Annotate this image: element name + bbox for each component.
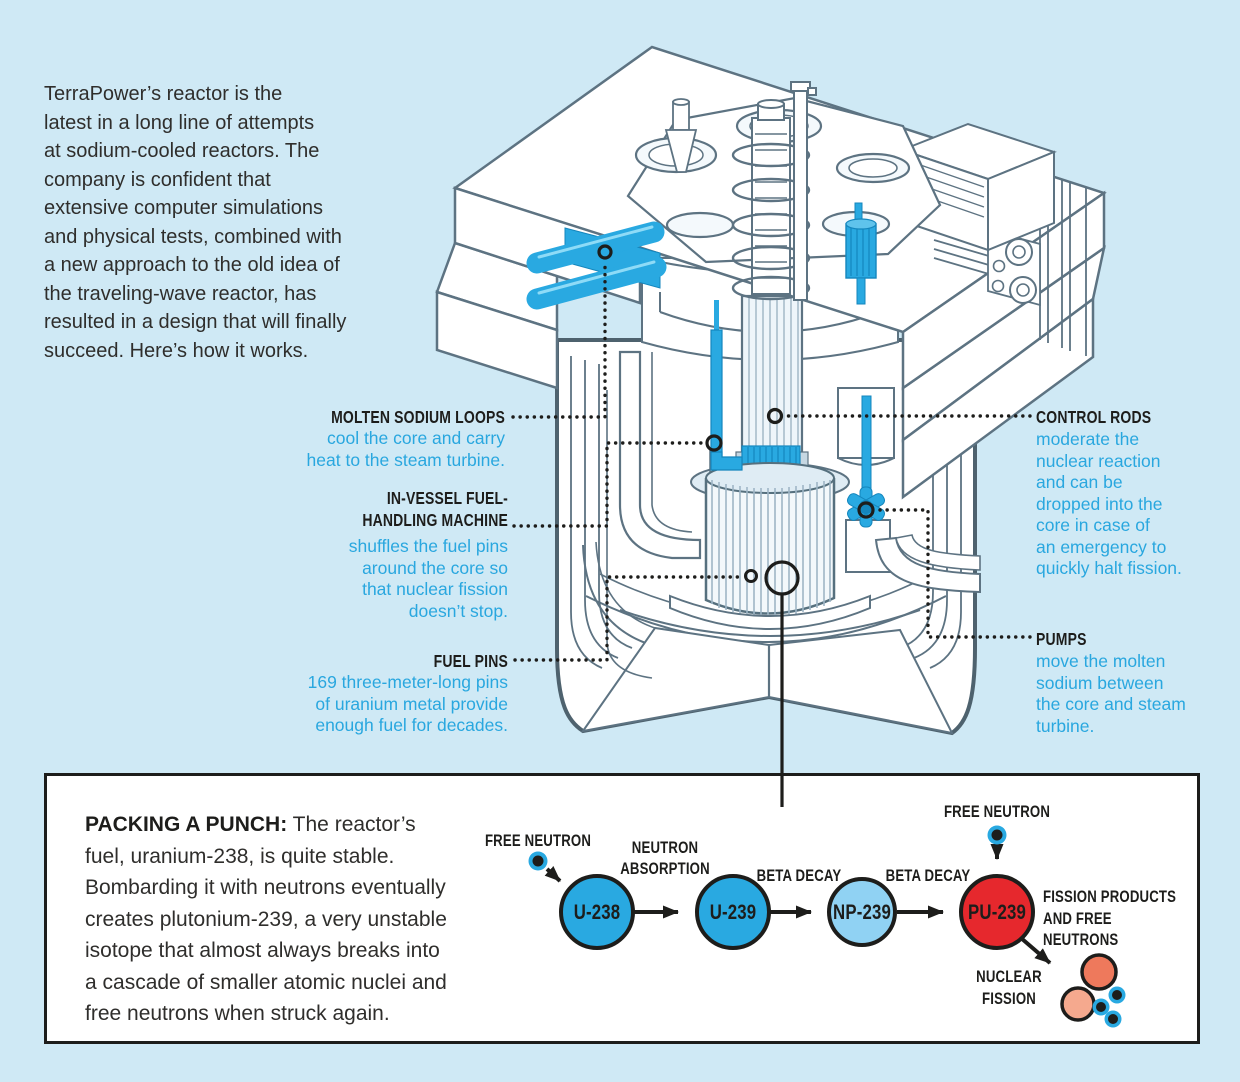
fission-fragment-large: [1080, 953, 1118, 991]
callout-line-in-vessel: [512, 441, 706, 528]
packing-a-punch-body: The reactor’s fuel, uranium-238, is quit…: [85, 813, 447, 1025]
port-large-1: [1005, 238, 1033, 266]
core-pedestal: [619, 594, 921, 637]
pump-assembly: [837, 387, 981, 594]
label-beta-decay-1: BETA DECAY: [756, 867, 842, 885]
label-free-neutron-right: FREE NEUTRON: [943, 803, 1051, 821]
pump-shaft: [861, 395, 872, 497]
fission-fragment-small: [1060, 986, 1096, 1022]
anchor-in-vessel: [705, 434, 723, 452]
callout-title-molten-sodium-loops: MOLTEN SODIUM LOOPS: [331, 407, 505, 427]
callout-title-fuel-pins: FUEL PINS: [433, 651, 508, 671]
label-node-u238: U-238: [573, 901, 621, 924]
control-rod-guide-column: [740, 294, 804, 474]
label-node-pu239: PU-239: [968, 901, 1026, 924]
node-pu239: [959, 874, 1035, 950]
arrow-neutron-left: [544, 866, 562, 883]
released-neutrons: [1092, 986, 1126, 1028]
free-neutron-dot-right: [987, 825, 1007, 845]
instrument-rod: [790, 81, 817, 301]
node-u238: [559, 874, 635, 950]
label-fission-products: FISSION PRODUCTS AND FREE NEUTRONS: [1043, 888, 1177, 949]
callout-body-pumps: move the molten sodium between the core …: [1036, 651, 1186, 736]
anchor-pumps: [857, 501, 875, 519]
molten-sodium-pipes: [526, 221, 667, 310]
deck-machinery-box: [899, 122, 1057, 252]
label-free-neutron-left: FREE NEUTRON: [484, 832, 592, 850]
callout-line-molten-sodium: [511, 260, 607, 419]
fuel-pin-bundle: [690, 445, 850, 617]
packing-a-punch-lead: PACKING A PUNCH:: [85, 813, 288, 836]
label-beta-decay-2: BETA DECAY: [885, 867, 971, 885]
callout-title-control-rods: CONTROL RODS: [1036, 407, 1152, 427]
callout-body-control-rods: moderate the nuclear reaction and can be…: [1036, 429, 1182, 578]
label-node-u239: U-239: [709, 901, 757, 924]
reaction-diagram: [528, 825, 1126, 1028]
callout-line-fuel-pins: [513, 575, 745, 662]
callout-body-fuel-pins: 169 three-meter-long pins of uranium met…: [307, 672, 508, 735]
port-large-2: [1009, 276, 1037, 304]
funnel-fixture: [664, 98, 698, 173]
control-rod-drive: [845, 202, 877, 305]
bellows-column: [731, 99, 811, 301]
label-neutron-absorption: NEUTRON ABSORPTION: [620, 839, 710, 878]
label-node-np239: NP-239: [833, 901, 891, 924]
pump-elbow-pipe: [874, 536, 981, 594]
packing-a-punch-text: PACKING A PUNCH: The reactor’s fuel, ura…: [85, 809, 500, 1030]
port-small-2: [991, 279, 1005, 293]
anchor-fuel-pins: [744, 569, 758, 583]
node-np239: [827, 877, 897, 947]
free-neutron-dot-left: [528, 851, 548, 871]
callout-lines: [511, 244, 1032, 807]
right-frame: [933, 172, 1087, 356]
callout-line-pumps: [874, 508, 1032, 639]
anchor-control-rods: [766, 407, 784, 425]
fission-products-cluster: [1060, 953, 1126, 1028]
label-nuclear-fission: NUCLEAR FISSION: [976, 968, 1042, 1008]
callout-body-molten-sodium-loops: cool the core and carry heat to the stea…: [306, 428, 505, 470]
arrow-fission: [1019, 936, 1052, 965]
anchor-molten-sodium: [597, 244, 613, 260]
callout-title-in-vessel: IN-VESSEL FUEL- HANDLING MACHINE: [362, 488, 508, 530]
node-u239: [695, 874, 771, 950]
callout-title-pumps: PUMPS: [1036, 629, 1087, 649]
callout-body-in-vessel: shuffles the fuel pins around the core s…: [348, 536, 508, 621]
in-vessel-fuel-handling-arm: [710, 300, 743, 471]
port-small-1: [992, 259, 1006, 273]
intro-paragraph: TerraPower’s reactor is the latest in a …: [44, 83, 347, 362]
